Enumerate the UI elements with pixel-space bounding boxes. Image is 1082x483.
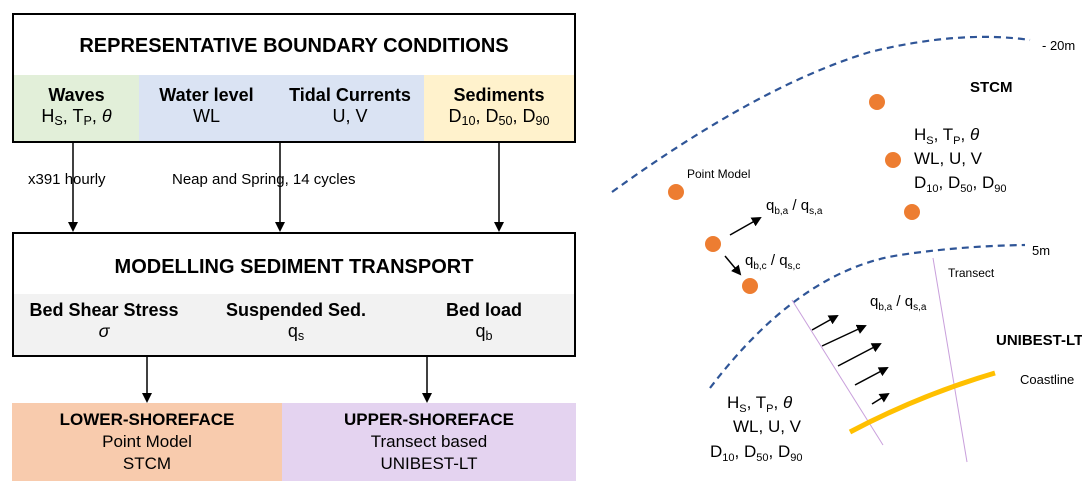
depth-5-label: 5m — [1032, 243, 1050, 258]
point-marker — [904, 204, 920, 220]
sediments-heading: Sediments — [453, 85, 545, 105]
flux-label-upper: qb,a / qs,a — [870, 293, 927, 313]
lower-shoreface-line2: STCM — [122, 454, 172, 473]
boundary-conditions-title: REPRESENTATIVE BOUNDARY CONDITIONS — [79, 35, 509, 57]
flux-label-a: qb,a / qs,a — [766, 197, 823, 217]
sediments-group: Sediments D10, D50, D90 — [424, 85, 574, 128]
point-model-label: Point Model — [687, 167, 750, 181]
unibest-vars-mid: WL, U, V — [733, 417, 802, 436]
sediments-variables: D10, D50, D90 — [448, 106, 550, 129]
waves-group: Waves HS, TP, θ — [14, 85, 139, 128]
neap-spring-label: Neap and Spring, 14 cycles — [172, 171, 356, 188]
coastline — [848, 370, 996, 435]
lower-shoreface-box: LOWER-SHOREFACE Point Model STCM — [12, 403, 282, 481]
transport-arrow — [854, 367, 889, 386]
coastline-label: Coastline — [1020, 372, 1074, 387]
bed-shear-heading: Bed Shear Stress — [29, 300, 179, 320]
water-level-heading: Water level — [159, 85, 254, 105]
hourly-label: x391 hourly — [28, 171, 106, 188]
point-marker — [885, 152, 901, 168]
transect-label: Transect — [948, 266, 995, 280]
unibest-vars-top: HS, TP, θ — [727, 393, 793, 415]
flux-arrow-a — [729, 217, 762, 236]
water-level-group: Water level WL — [139, 85, 274, 127]
bed-load-symbol: qb — [475, 321, 493, 344]
bed-shear-group: Bed Shear Stress σ — [14, 300, 194, 342]
suspended-symbol: qs — [287, 321, 305, 344]
contour-5m — [709, 243, 1026, 389]
sediments-cell — [424, 75, 574, 141]
water-tidal-cell — [139, 75, 424, 141]
depth-20-label: - 20m — [1042, 38, 1075, 53]
tidal-currents-group: Tidal Currents U, V — [276, 85, 424, 127]
suspended-heading: Suspended Sed. — [225, 300, 367, 320]
transect-line — [932, 257, 968, 463]
stcm-vars-top: HS, TP, θ — [914, 125, 980, 147]
upper-shoreface-line2: UNIBEST-LT — [380, 454, 478, 473]
transport-arrow — [837, 343, 882, 367]
suspended-group: Suspended Sed. qs — [206, 300, 386, 343]
tidal-currents-variables: U, V — [332, 106, 368, 126]
transport-arrow — [811, 315, 839, 331]
upper-shoreface-line1: Transect based — [370, 432, 488, 451]
point-marker — [869, 94, 885, 110]
upper-shoreface-heading: UPPER-SHOREFACE — [343, 410, 515, 429]
bed-shear-symbol: σ — [98, 321, 110, 341]
lower-shoreface-line1: Point Model — [102, 432, 192, 451]
flux-arrow-c — [724, 255, 742, 276]
contour-20m — [611, 35, 1031, 193]
waves-variables: HS, TP, θ — [41, 106, 112, 129]
lower-shoreface-heading: LOWER-SHOREFACE — [59, 410, 235, 429]
upper-shoreface-box: UPPER-SHOREFACE Transect based UNIBEST-L… — [282, 403, 576, 481]
boundary-conditions-box: REPRESENTATIVE BOUNDARY CONDITIONS Waves… — [12, 13, 576, 143]
sediment-transport-title: MODELLING SEDIMENT TRANSPORT — [114, 256, 474, 278]
sediment-transport-box: MODELLING SEDIMENT TRANSPORT Bed Shear S… — [12, 232, 576, 357]
point-marker — [705, 236, 721, 252]
stcm-vars-mid: WL, U, V — [914, 149, 983, 168]
water-level-variables: WL — [193, 106, 220, 126]
bed-load-heading: Bed load — [445, 300, 522, 320]
flux-label-c: qb,c / qs,c — [745, 252, 800, 272]
waves-heading: Waves — [48, 85, 105, 105]
unibest-label: UNIBEST-LT — [996, 332, 1082, 349]
stcm-vars-bot: D10, D50, D90 — [914, 173, 1007, 195]
waves-cell — [14, 75, 139, 141]
point-marker — [668, 184, 684, 200]
point-marker — [742, 278, 758, 294]
transport-row-bg — [14, 294, 574, 355]
unibest-vars-bot: D10, D50, D90 — [710, 442, 803, 464]
bed-load-group: Bed load qb — [409, 300, 559, 343]
transport-arrow — [821, 324, 867, 347]
stcm-label: STCM — [970, 79, 1013, 96]
transport-arrow — [871, 392, 890, 405]
tidal-currents-heading: Tidal Currents — [289, 85, 411, 105]
